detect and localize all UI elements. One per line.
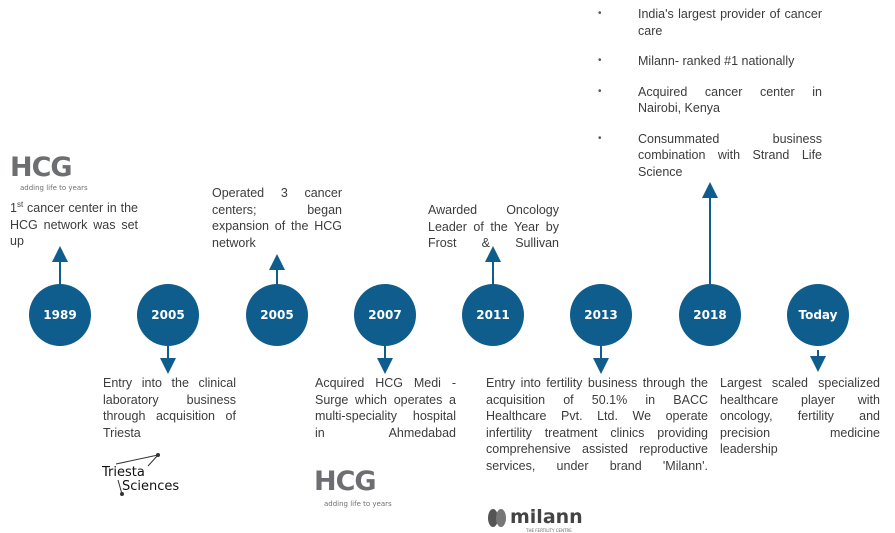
year-circle-today: Today	[787, 284, 849, 346]
year-circle-2005-a: 2005	[137, 284, 199, 346]
event-2005-a-text: Entry into the clinical laboratory busin…	[103, 376, 236, 440]
year-circle-2005-b: 2005	[246, 284, 308, 346]
event-2018-bullets: •India's largest provider of cancer care…	[592, 6, 822, 211]
hcg-logo-bottom: HCG adding life to years	[314, 466, 392, 508]
bullet-item: •India's largest provider of cancer care	[598, 7, 822, 38]
event-2011-text: Awarded Oncology Leader of the Year by F…	[428, 203, 559, 250]
bullet-item: •Consummated business combination with S…	[598, 131, 822, 179]
event-today-text: Largest scaled specialized healthcare pl…	[720, 376, 880, 456]
year-circle-1989: 1989	[29, 284, 91, 346]
event-1989-text: 1st cancer center in the HCG network was…	[10, 199, 138, 248]
event-2013-text: Entry into fertility business through th…	[486, 376, 708, 473]
hcg-logo-top: HCG adding life to years	[10, 152, 88, 192]
milann-logo: milann THE FERTILITY CENTRE	[486, 506, 606, 533]
bullet-item: •Milann- ranked #1 nationally	[598, 54, 795, 68]
year-circle-2013: 2013	[570, 284, 632, 346]
year-circle-2018: 2018	[679, 284, 741, 346]
event-2005-b-text: Operated 3 cancer centers; began expansi…	[212, 186, 342, 250]
milann-leaf-icon	[488, 509, 506, 527]
bullet-item: •Acquired cancer center in Nairobi, Keny…	[598, 84, 822, 116]
year-circle-2007: 2007	[354, 284, 416, 346]
year-circle-2011: 2011	[462, 284, 524, 346]
triesta-sciences-logo: Triesta Sciences	[100, 452, 200, 498]
event-2007-text: Acquired HCG Medi - Surge which operates…	[315, 376, 456, 440]
